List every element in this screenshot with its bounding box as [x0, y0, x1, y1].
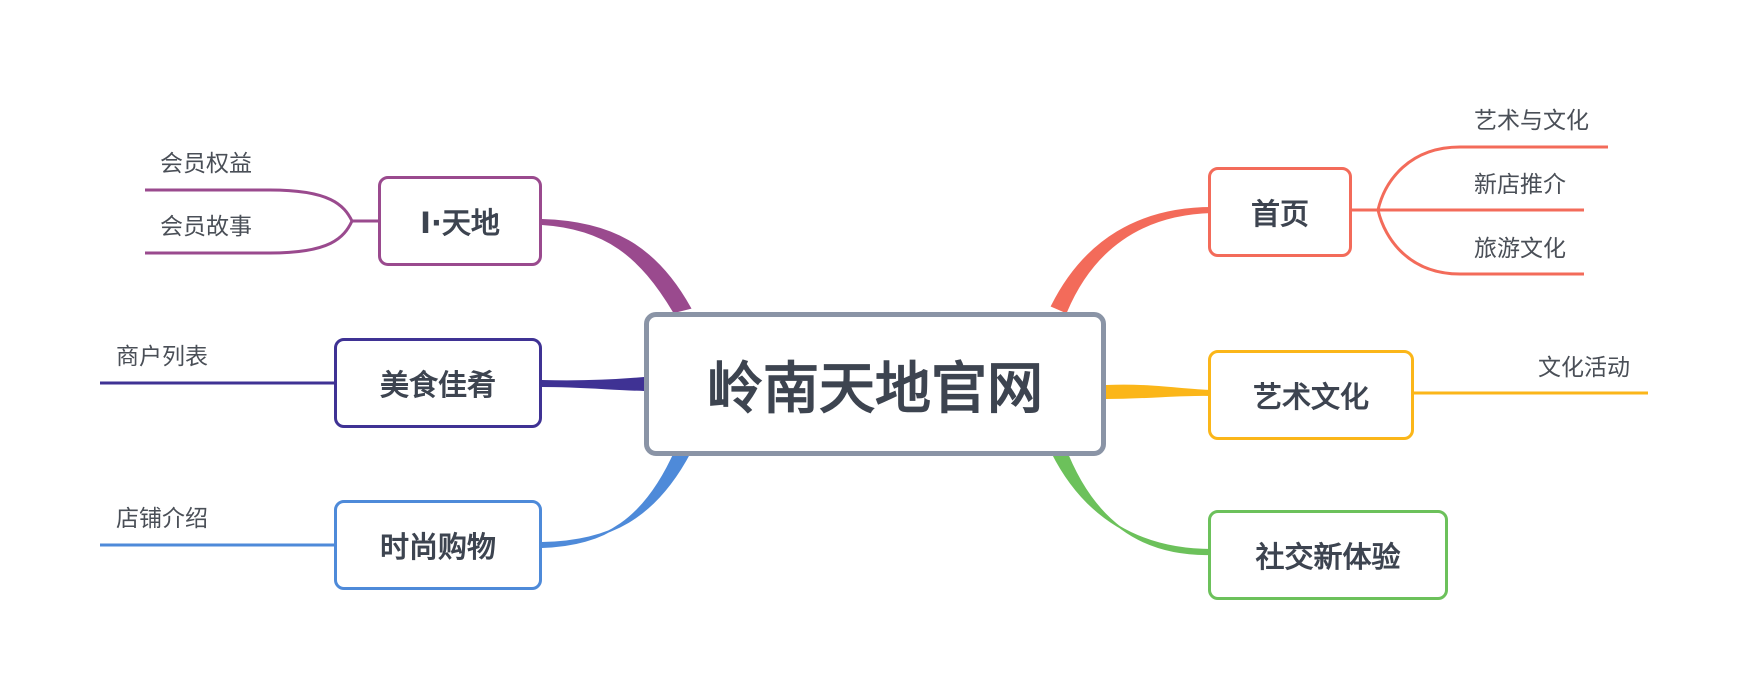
branch-label-art: 艺术文化 [1252, 380, 1369, 414]
branch-node-home[interactable]: 首页 [1208, 167, 1352, 257]
branch-label-itiandi: I·天地 [420, 206, 500, 240]
connector-itiandi [541, 218, 692, 314]
leaf-line-home-1 [1352, 145, 1608, 212]
leaf-food-merchant-list[interactable]: 商户列表 [116, 344, 208, 370]
root-label: 岭南天地官网 [707, 356, 1043, 422]
leaf-line-home-3 [1376, 209, 1584, 276]
leaf-itiandi-member-stories[interactable]: 会员故事 [160, 214, 252, 240]
root-node[interactable]: 岭南天地官网 [644, 312, 1106, 456]
branch-label-home: 首页 [1250, 197, 1309, 231]
branch-node-social[interactable]: 社交新体验 [1208, 510, 1448, 600]
branch-label-food: 美食佳肴 [379, 368, 496, 402]
leaf-line-itiandi-1 [145, 188, 378, 223]
connector-food [541, 376, 645, 392]
branch-node-art[interactable]: 艺术文化 [1208, 350, 1414, 440]
branch-node-itiandi[interactable]: I·天地 [378, 176, 542, 266]
branch-label-shopping: 时尚购物 [379, 530, 496, 564]
connector-social [1050, 444, 1213, 556]
leaf-home-travel-culture[interactable]: 旅游文化 [1474, 236, 1566, 262]
leaf-home-art-culture[interactable]: 艺术与文化 [1474, 108, 1589, 134]
leaf-shopping-store-intro[interactable]: 店铺介绍 [116, 506, 208, 532]
leaf-itiandi-member-benefits[interactable]: 会员权益 [160, 151, 252, 177]
branch-node-food[interactable]: 美食佳肴 [334, 338, 542, 428]
connector-art [1105, 384, 1213, 400]
connector-home [1050, 206, 1213, 314]
leaf-art-culture-events[interactable]: 文化活动 [1538, 355, 1630, 381]
leaf-line-itiandi-2 [145, 220, 354, 255]
branch-label-social: 社交新体验 [1255, 540, 1401, 574]
leaf-home-new-stores[interactable]: 新店推介 [1474, 172, 1566, 198]
connector-shopping [541, 448, 692, 549]
branch-node-shopping[interactable]: 时尚购物 [334, 500, 542, 590]
